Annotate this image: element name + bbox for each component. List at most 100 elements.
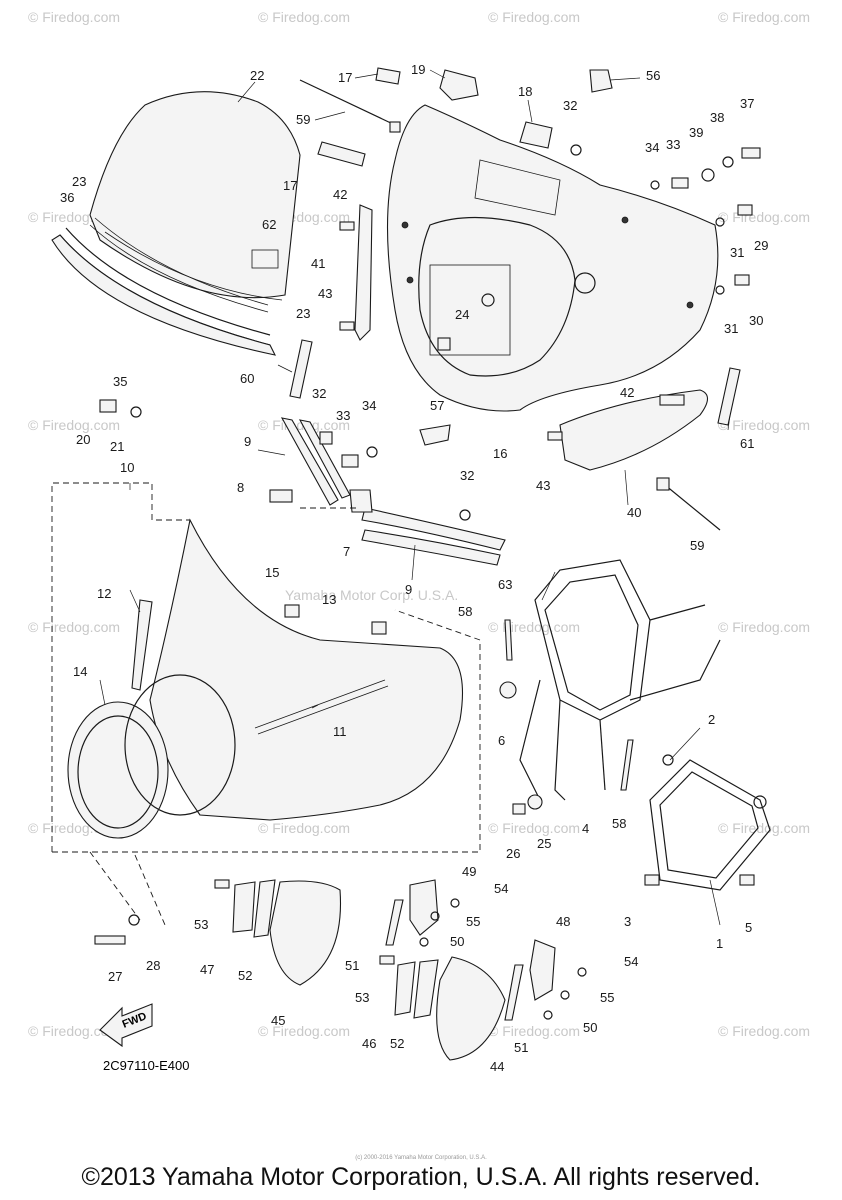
callout-label: 53 xyxy=(194,917,208,932)
callout-labels: 1 2 3 4 5 6 7 8 9 9 10 11 12 13 14 15 16… xyxy=(60,62,768,1074)
callout-label: 62 xyxy=(262,217,276,232)
callout-label: 1 xyxy=(716,936,723,951)
callout-label: 33 xyxy=(336,408,350,423)
callout-label: 7 xyxy=(343,544,350,559)
callout-label: 38 xyxy=(710,110,724,125)
watermark: © Firedog.com xyxy=(28,9,120,25)
callout-label: 34 xyxy=(645,140,659,155)
callout-label: 42 xyxy=(620,385,634,400)
callout-label: 23 xyxy=(296,306,310,321)
callout-label: 13 xyxy=(322,592,336,607)
strips xyxy=(289,339,741,426)
callout-label: 59 xyxy=(690,538,704,553)
watermark: © Firedog.com xyxy=(488,820,580,836)
callout-label: 42 xyxy=(333,187,347,202)
callout-label: 43 xyxy=(318,286,332,301)
callout-label: 37 xyxy=(740,96,754,111)
callout-label: 17 xyxy=(338,70,352,85)
watermark: © Firedog.com xyxy=(718,9,810,25)
callout-label: 50 xyxy=(450,934,464,949)
callout-label: 21 xyxy=(110,439,124,454)
callout-label: 32 xyxy=(460,468,474,483)
watermark: © Firedog.com xyxy=(718,820,810,836)
callout-label: 46 xyxy=(362,1036,376,1051)
copyright-footer: ©2013 Yamaha Motor Corporation, U.S.A. A… xyxy=(81,1163,761,1191)
left-bracket xyxy=(339,204,373,341)
callout-label: 58 xyxy=(612,816,626,831)
callout-label: 8 xyxy=(237,480,244,495)
windshield xyxy=(89,91,301,301)
callout-label: 3 xyxy=(624,914,631,929)
callout-label: 17 xyxy=(283,178,297,193)
watermark: © Firedog.com xyxy=(718,619,810,635)
inner-fairing xyxy=(386,104,719,412)
bottom-panels xyxy=(94,879,587,1061)
watermark: © Firedog.com xyxy=(28,1023,120,1039)
callout-label: 28 xyxy=(146,958,160,973)
fairing-stay-frame xyxy=(499,477,771,891)
callout-label: 59 xyxy=(296,112,310,127)
callout-label: 43 xyxy=(536,478,550,493)
callout-label: 56 xyxy=(646,68,660,83)
leader-lines xyxy=(99,69,731,926)
callout-label: 31 xyxy=(724,321,738,336)
callout-label: 34 xyxy=(362,398,376,413)
windshield-trim xyxy=(51,217,277,356)
watermark: © Firedog.com xyxy=(28,619,120,635)
watermark: © Firedog.com xyxy=(718,417,810,433)
callout-label: 36 xyxy=(60,190,74,205)
callout-label: 11 xyxy=(333,724,347,739)
callout-label: 53 xyxy=(355,990,369,1005)
stays xyxy=(99,399,506,566)
callout-label: 27 xyxy=(108,969,122,984)
callout-label: 55 xyxy=(600,990,614,1005)
callout-label: 50 xyxy=(583,1020,597,1035)
top-small-parts xyxy=(299,67,613,167)
callout-label: 61 xyxy=(740,436,754,451)
callout-label: 18 xyxy=(518,84,532,99)
diagram-code: 2C97110-E400 xyxy=(103,1058,190,1073)
callout-label: 63 xyxy=(498,577,512,592)
callout-label: 40 xyxy=(627,505,641,520)
watermark: © Firedog.com xyxy=(718,1023,810,1039)
callout-label: 25 xyxy=(537,836,551,851)
watermark: © Firedog.com xyxy=(488,9,580,25)
callout-label: 22 xyxy=(250,68,264,83)
callout-label: 6 xyxy=(498,733,505,748)
bolts-center xyxy=(419,337,451,446)
callout-label: 12 xyxy=(97,586,111,601)
outer-fairing-group xyxy=(51,482,481,926)
callout-label: 30 xyxy=(749,313,763,328)
callout-label: 20 xyxy=(76,432,90,447)
callout-label: 26 xyxy=(506,846,520,861)
callout-label: 5 xyxy=(745,920,752,935)
callout-label: 2 xyxy=(708,712,715,727)
callout-label: 39 xyxy=(689,125,703,140)
callout-label: 57 xyxy=(430,398,444,413)
callout-label: 54 xyxy=(494,881,508,896)
callout-label: 32 xyxy=(312,386,326,401)
watermark: © Firedog.com xyxy=(258,820,350,836)
callout-label: 52 xyxy=(238,968,252,983)
bolts-upper-right xyxy=(570,144,761,295)
callout-label: 54 xyxy=(624,954,638,969)
callout-label: 47 xyxy=(200,962,214,977)
callout-label: 15 xyxy=(265,565,279,580)
watermark: © Firedog.com xyxy=(488,619,580,635)
watermark: © Firedog.com xyxy=(718,209,810,225)
callout-label: 4 xyxy=(582,821,589,836)
callout-label: 29 xyxy=(754,238,768,253)
callout-label: 45 xyxy=(271,1013,285,1028)
callout-label: 19 xyxy=(411,62,425,77)
watermark: © Firedog.com xyxy=(488,1023,580,1039)
callout-label: 9 xyxy=(244,434,251,449)
callout-label: 14 xyxy=(73,664,87,679)
callout-label: 51 xyxy=(514,1040,528,1055)
callout-label: 51 xyxy=(345,958,359,973)
callout-label: 24 xyxy=(455,307,469,322)
callout-label: 10 xyxy=(120,460,134,475)
callout-label: 35 xyxy=(113,374,127,389)
watermark: © Firedog.com xyxy=(28,417,120,433)
callout-label: 16 xyxy=(493,446,507,461)
